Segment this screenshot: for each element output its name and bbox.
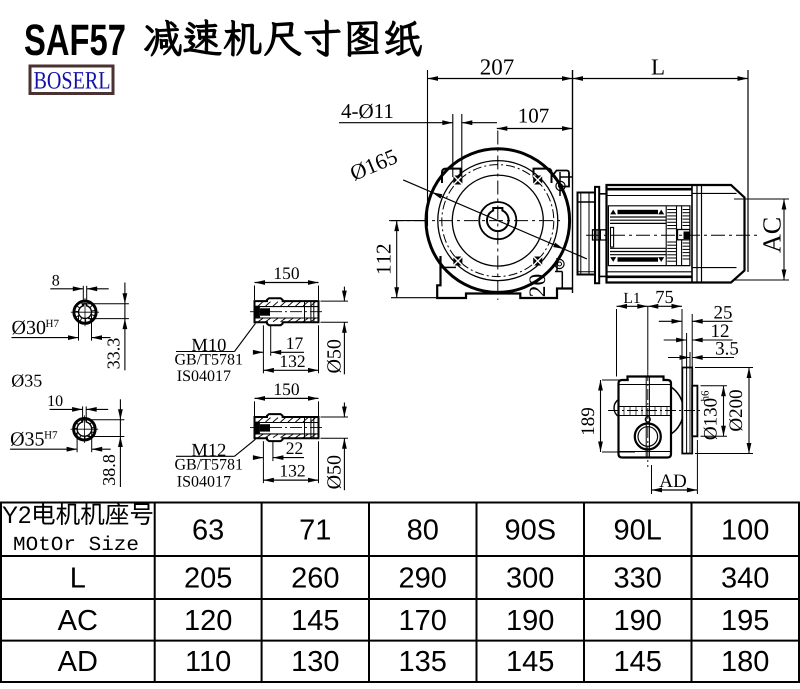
- svg-text:260: 260: [291, 563, 339, 595]
- svg-text:10: 10: [47, 393, 63, 410]
- svg-text:190: 190: [614, 605, 662, 637]
- svg-text:100: 100: [721, 515, 769, 547]
- svg-text:340: 340: [721, 563, 769, 595]
- svg-text:130: 130: [291, 646, 339, 678]
- svg-text:180: 180: [721, 646, 769, 678]
- svg-text:132: 132: [279, 351, 305, 371]
- svg-text:AD: AD: [659, 471, 686, 492]
- svg-text:GB/T5781: GB/T5781: [175, 457, 243, 474]
- svg-text:80: 80: [407, 515, 439, 547]
- svg-text:IS04017: IS04017: [177, 474, 231, 491]
- svg-text:H7: H7: [46, 318, 60, 330]
- svg-text:145: 145: [614, 646, 662, 678]
- svg-text:195: 195: [721, 605, 769, 637]
- svg-text:170: 170: [399, 605, 447, 637]
- svg-text:L1: L1: [623, 290, 640, 307]
- svg-text:145: 145: [506, 646, 554, 678]
- svg-text:4-Ø11: 4-Ø11: [341, 99, 394, 123]
- svg-text:135: 135: [399, 646, 447, 678]
- svg-text:90L: 90L: [614, 515, 662, 547]
- svg-text:330: 330: [614, 563, 662, 595]
- svg-text:90S: 90S: [504, 515, 556, 547]
- svg-text:AD: AD: [58, 646, 98, 678]
- svg-text:GB/T5781: GB/T5781: [175, 352, 243, 369]
- svg-text:300: 300: [506, 563, 554, 595]
- svg-text:145: 145: [291, 605, 339, 637]
- svg-text:150: 150: [273, 263, 300, 283]
- svg-text:110: 110: [185, 646, 231, 678]
- svg-text:132: 132: [279, 461, 305, 481]
- svg-text:71: 71: [299, 515, 331, 547]
- svg-text:22: 22: [286, 438, 304, 458]
- svg-text:L: L: [70, 563, 86, 595]
- svg-text:Ø35: Ø35: [10, 429, 44, 451]
- svg-text:150: 150: [273, 379, 300, 399]
- svg-text:190: 190: [506, 605, 554, 637]
- svg-text:75: 75: [655, 288, 674, 308]
- svg-text:207: 207: [480, 55, 515, 80]
- svg-text:AC: AC: [58, 605, 98, 637]
- svg-text:107: 107: [518, 104, 550, 128]
- svg-text:290: 290: [399, 563, 447, 595]
- svg-text:H7: H7: [44, 430, 58, 442]
- svg-text:Y2: Y2: [2, 502, 31, 529]
- svg-text:3.5: 3.5: [715, 339, 739, 360]
- svg-text:BOSERL: BOSERL: [34, 68, 111, 95]
- svg-text:63: 63: [192, 515, 224, 547]
- svg-text:IS04017: IS04017: [177, 368, 231, 385]
- svg-text:Ø35: Ø35: [11, 371, 42, 391]
- svg-text:205: 205: [184, 563, 232, 595]
- svg-text:8: 8: [52, 272, 60, 289]
- svg-text:Ø30: Ø30: [12, 317, 46, 339]
- svg-text:17: 17: [286, 333, 304, 353]
- svg-text:MOtOr Size: MOtOr Size: [13, 534, 139, 557]
- svg-text:L: L: [651, 55, 665, 80]
- svg-text:SAF57: SAF57: [24, 16, 126, 65]
- svg-text:120: 120: [184, 605, 232, 637]
